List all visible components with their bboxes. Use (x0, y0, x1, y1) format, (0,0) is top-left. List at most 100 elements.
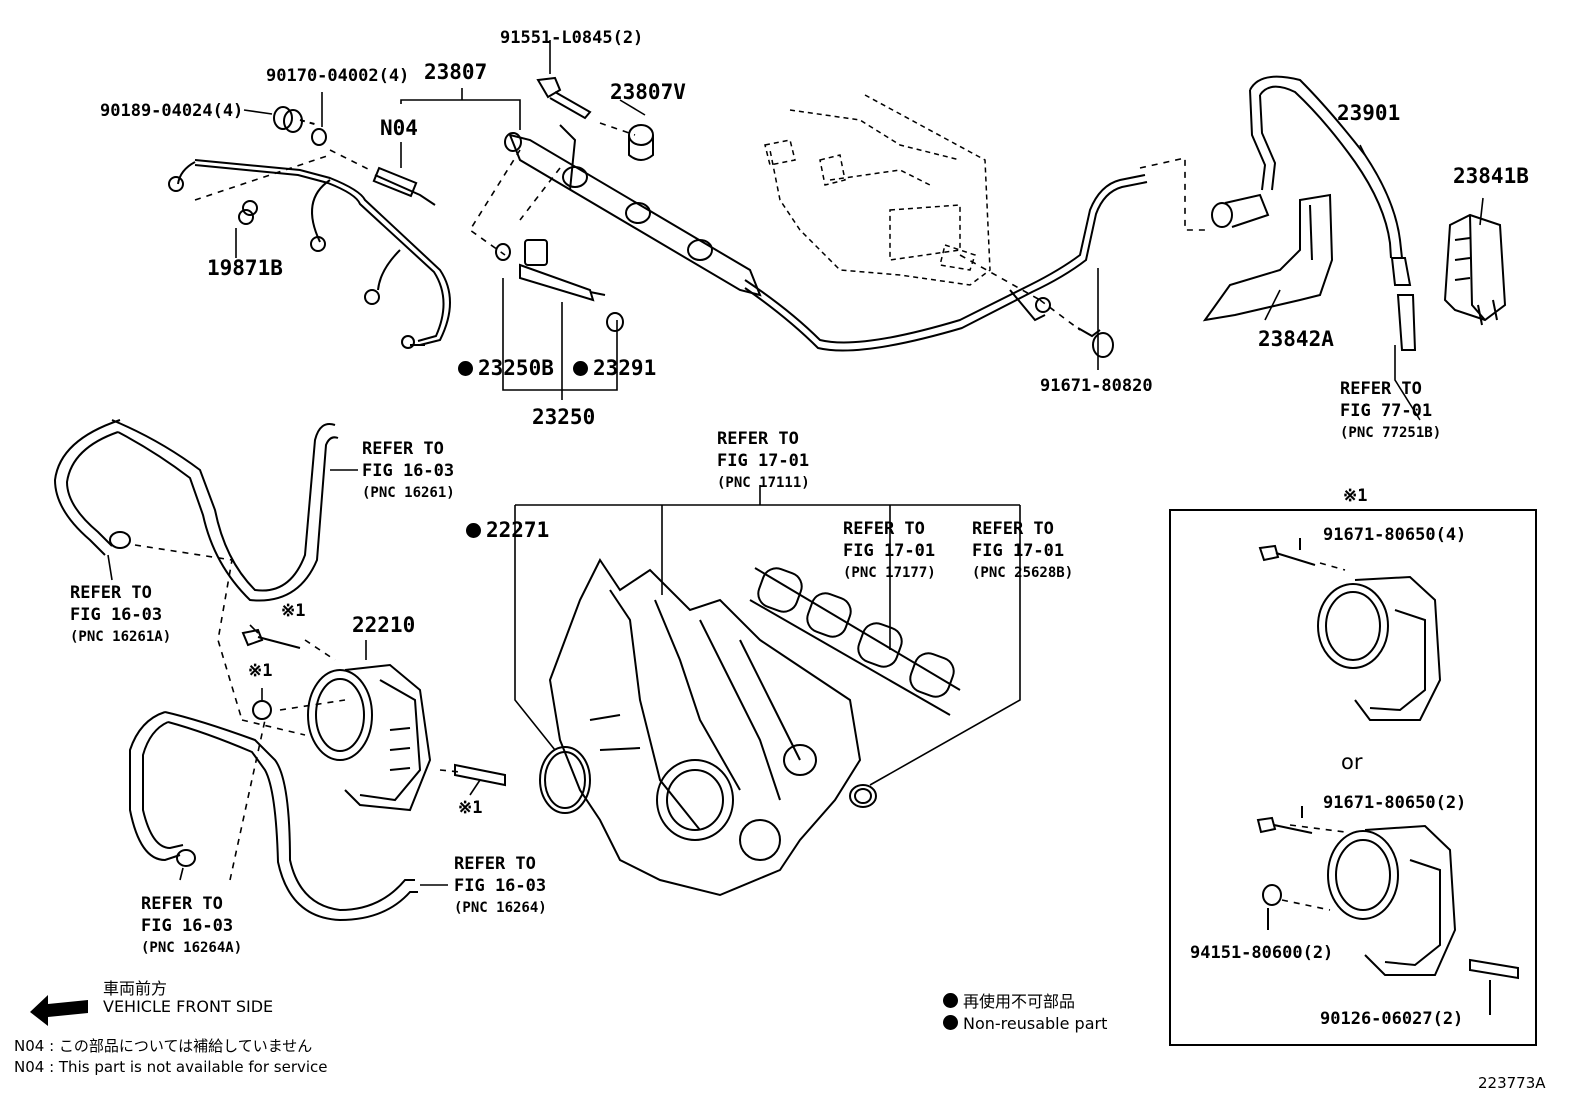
refer-fig-16-03-16264: REFER TO FIG 16-03 (PNC 16264) (454, 853, 547, 919)
label-91671-80650-2: 91671-80650(2) (1323, 793, 1467, 813)
refer-fig-77-01: REFER TO FIG 77-01 (PNC 77251B) (1340, 378, 1441, 444)
refer-line1: REFER TO (141, 894, 223, 914)
nonreusable-jp: 再使用不可部品 (943, 988, 1075, 1012)
label-91671-80650-4: 91671-80650(4) (1323, 525, 1467, 545)
nonreusable-dot-icon (943, 993, 958, 1008)
refer-line2: FIG 17-01 (843, 541, 936, 561)
label-22271-text: 22271 (486, 518, 550, 542)
refer-pnc: (PNC 77251B) (1340, 425, 1442, 441)
front-side-en: VEHICLE FRONT SIDE (103, 997, 274, 1016)
label-23901: 23901 (1337, 101, 1401, 125)
label-91551: 91551-L0845(2) (500, 28, 644, 48)
bolt-91551 (536, 76, 592, 120)
fuel-delivery-pipe-23807 (504, 124, 762, 297)
n04-note-jp: N04 : この部品については補給していません (14, 1037, 313, 1055)
label-23842a: 23842A (1258, 327, 1334, 351)
label-91671-80820: 91671-80820 (1040, 376, 1153, 396)
refer-fig-16-03-16261a: REFER TO FIG 16-03 (PNC 16261A) (70, 582, 171, 648)
bracket-23842a (1202, 193, 1334, 322)
refer-line2: FIG 16-03 (362, 461, 455, 481)
label-23250b: 23250B (458, 358, 554, 379)
label-kome1-inset: ※1 (1343, 486, 1368, 506)
fuel-pipe (744, 174, 1148, 352)
leader-lines (235, 40, 1484, 421)
refer-line1: REFER TO (843, 519, 925, 539)
label-kome1-b: ※1 (248, 661, 273, 681)
wire-harness-19871b (168, 159, 451, 349)
refer-pnc: (PNC 16264A) (141, 940, 243, 956)
label-94151: 94151-80600(2) (1190, 943, 1334, 963)
refer-line1: REFER TO (70, 583, 152, 603)
refer-pnc: (PNC 16261A) (70, 629, 172, 645)
refer-line1: REFER TO (717, 429, 799, 449)
n04-note-en: N04 : This part is not available for ser… (14, 1058, 328, 1076)
label-kome1-c: ※1 (458, 798, 483, 818)
manifold-gasket (749, 567, 961, 716)
label-23250: 23250 (532, 405, 596, 429)
label-n04: N04 (380, 116, 418, 140)
engine-outline (764, 94, 991, 286)
refer-line2: FIG 77-01 (1340, 401, 1433, 421)
assembly-lines (134, 122, 1346, 911)
hose-lower-left (129, 711, 418, 922)
refer-line2: FIG 17-01 (972, 541, 1065, 561)
refer-line1: REFER TO (972, 519, 1054, 539)
label-90189: 90189-04024(4) (100, 101, 244, 121)
label-22210: 22210 (352, 613, 416, 637)
nonreusable-dot-icon (458, 361, 473, 376)
refer-line2: FIG 16-03 (70, 605, 163, 625)
label-90126: 90126-06027(2) (1320, 1009, 1464, 1029)
damper-23807v (628, 124, 654, 161)
nonreusable-dot-icon (573, 361, 588, 376)
label-kome1-a: ※1 (281, 601, 306, 621)
refer-pnc: (PNC 17177) (843, 565, 936, 581)
gasket-22271 (539, 746, 591, 814)
refer-fig-16-03-16264a: REFER TO FIG 16-03 (PNC 16264A) (141, 893, 242, 959)
label-23291-text: 23291 (593, 356, 657, 380)
nonreusable-jp-text: 再使用不可部品 (963, 992, 1076, 1011)
label-23291: 23291 (573, 358, 656, 379)
label-23807v: 23807V (610, 80, 686, 104)
inset-box (1169, 509, 1537, 1046)
gasket-small (849, 784, 877, 808)
nonreusable-en-text: Non-reusable part (963, 1014, 1108, 1033)
bolt-91671-80820 (1077, 327, 1114, 358)
hose-23901 (1211, 75, 1417, 351)
label-22271: 22271 (466, 520, 549, 541)
grommets (273, 106, 327, 146)
label-brackets (107, 469, 1021, 886)
refer-fig-17-01-17111: REFER TO FIG 17-01 (PNC 17111) (717, 428, 810, 494)
refer-pnc: (PNC 17111) (717, 475, 810, 491)
figure-id: 223773A (1478, 1074, 1546, 1092)
refer-line1: REFER TO (362, 439, 444, 459)
nonreusable-dot-icon (943, 1015, 958, 1030)
hose-upper-left (53, 419, 339, 602)
nonreusable-dot-icon (466, 523, 481, 538)
intake-manifold (548, 558, 862, 897)
canister-23841b (1443, 213, 1507, 326)
front-arrow-icon (30, 995, 88, 1026)
refer-line2: FIG 16-03 (454, 876, 547, 896)
refer-line1: REFER TO (1340, 379, 1422, 399)
refer-line1: REFER TO (454, 854, 536, 874)
refer-pnc: (PNC 16261) (362, 485, 455, 501)
refer-fig-17-01-17177: REFER TO FIG 17-01 (PNC 17177) (843, 518, 936, 584)
refer-line2: FIG 17-01 (717, 451, 810, 471)
nonreusable-en: Non-reusable part (943, 1014, 1107, 1033)
label-23250b-text: 23250B (478, 356, 554, 380)
label-90170: 90170-04002(4) (266, 66, 410, 86)
label-19871b: 19871B (207, 256, 283, 280)
refer-pnc: (PNC 16264) (454, 900, 547, 916)
label-23841b: 23841B (1453, 164, 1529, 188)
fuel-injector-23250 (495, 239, 624, 332)
throttle-body-22210 (241, 628, 506, 812)
refer-pnc: (PNC 25628B) (972, 565, 1074, 581)
refer-fig-17-01-25628b: REFER TO FIG 17-01 (PNC 25628B) (972, 518, 1073, 584)
front-side-jp: 車両前方 (103, 979, 168, 998)
refer-fig-16-03-16261: REFER TO FIG 16-03 (PNC 16261) (362, 438, 455, 504)
sensor-n04 (372, 166, 436, 206)
label-23807: 23807 (424, 60, 488, 84)
label-or: or (1341, 750, 1363, 774)
refer-line2: FIG 16-03 (141, 916, 234, 936)
